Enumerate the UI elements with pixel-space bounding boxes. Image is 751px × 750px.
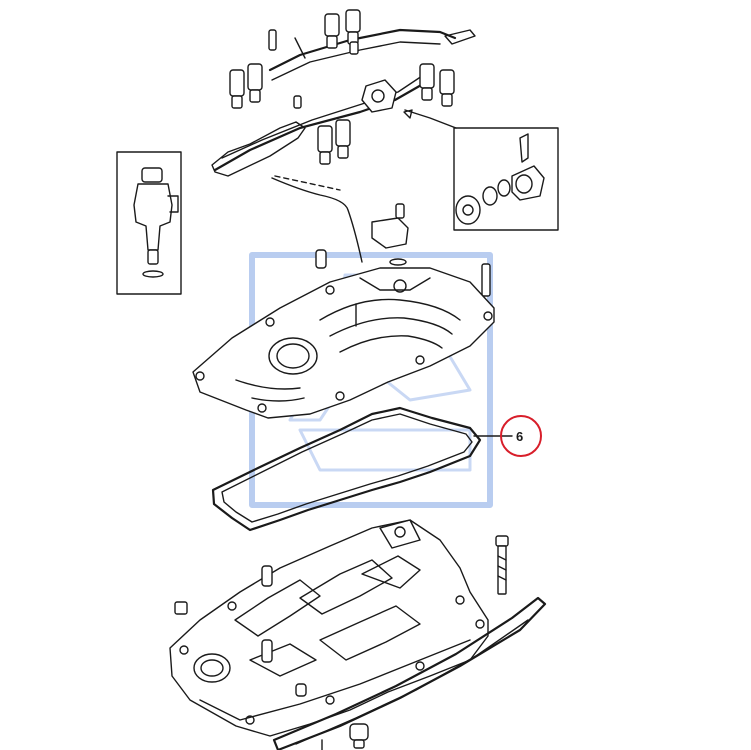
- lower-manifold-bolt: [495, 535, 509, 595]
- injector-detail-inset: [116, 151, 182, 295]
- wiring-lead: [271, 177, 363, 263]
- callout-number: 6: [516, 429, 523, 444]
- fuel-rail-assembly: [211, 9, 476, 177]
- nut: [174, 601, 188, 615]
- rail-screw: [293, 95, 302, 109]
- lower-intake-manifold: [169, 519, 489, 737]
- sensor-plug: [315, 249, 327, 269]
- intake-manifold-gasket: [211, 406, 482, 532]
- upper-intake-manifold: [192, 267, 495, 419]
- rail-injectors: [229, 9, 455, 165]
- highlight-circle: [500, 415, 542, 457]
- map-sensor: [371, 203, 409, 276]
- temperature-sensor: [349, 723, 369, 749]
- manifold-bolt: [481, 263, 491, 297]
- sensor-detail-inset: [453, 127, 559, 231]
- rail-bolt: [268, 29, 277, 51]
- inset-leader: [404, 109, 457, 129]
